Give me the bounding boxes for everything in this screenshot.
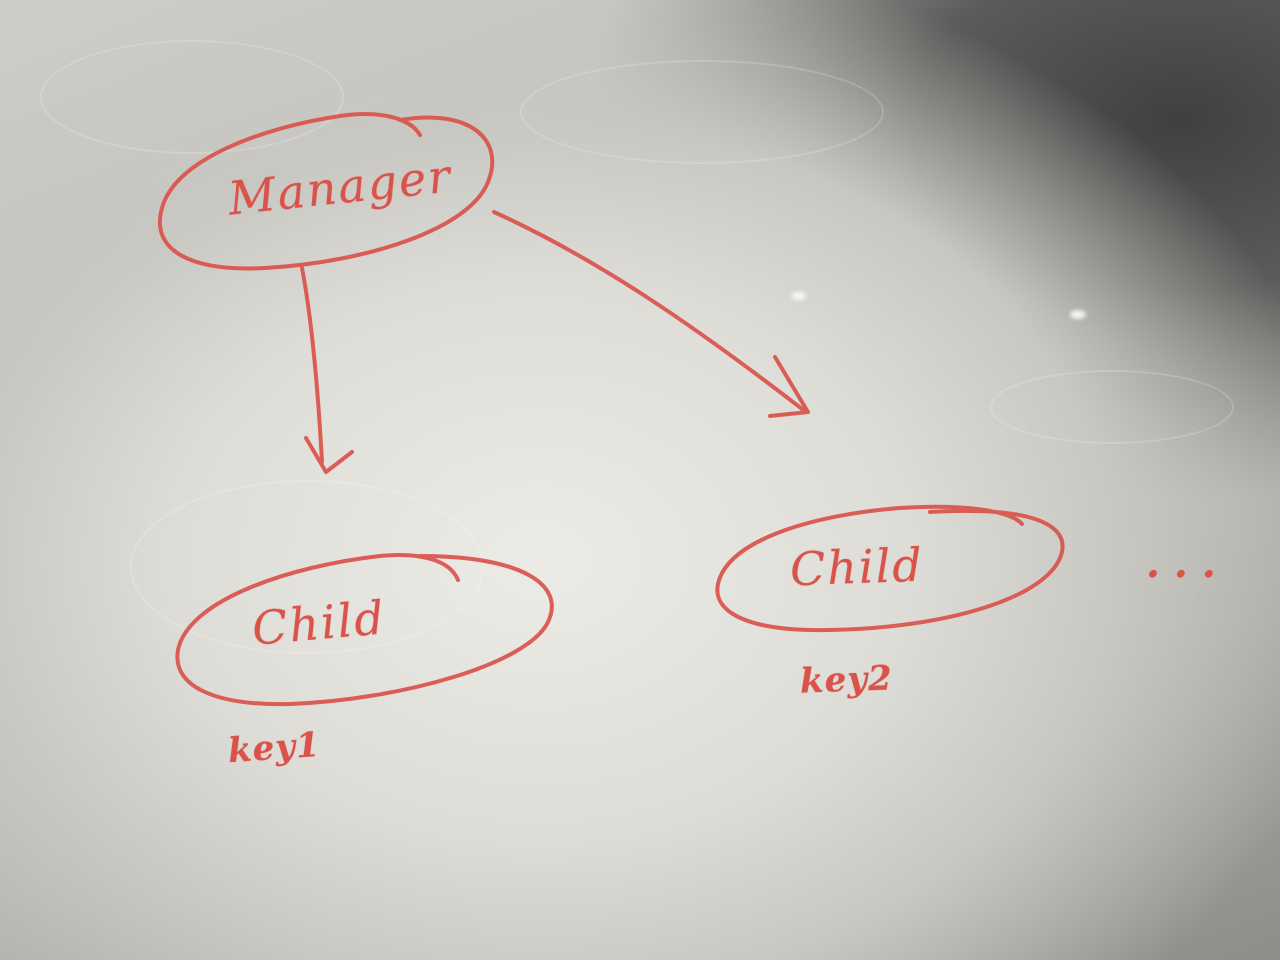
arrowhead-child-2 (768, 355, 810, 418)
arrowhead-child-1 (304, 436, 354, 474)
child-2-oval (715, 504, 1065, 633)
manager-oval (158, 112, 495, 271)
child-2-node-label: Child (789, 537, 925, 597)
more-children-ellipsis: ... (1146, 540, 1230, 587)
child-2-key-label: key2 (799, 658, 894, 702)
child-1-oval (175, 553, 554, 707)
arrow-to-child-2 (492, 210, 808, 414)
light-glare (792, 292, 806, 300)
arrow-to-child-1 (300, 266, 324, 464)
light-glare (1070, 310, 1086, 319)
child-1-key-label: key1 (226, 724, 322, 772)
